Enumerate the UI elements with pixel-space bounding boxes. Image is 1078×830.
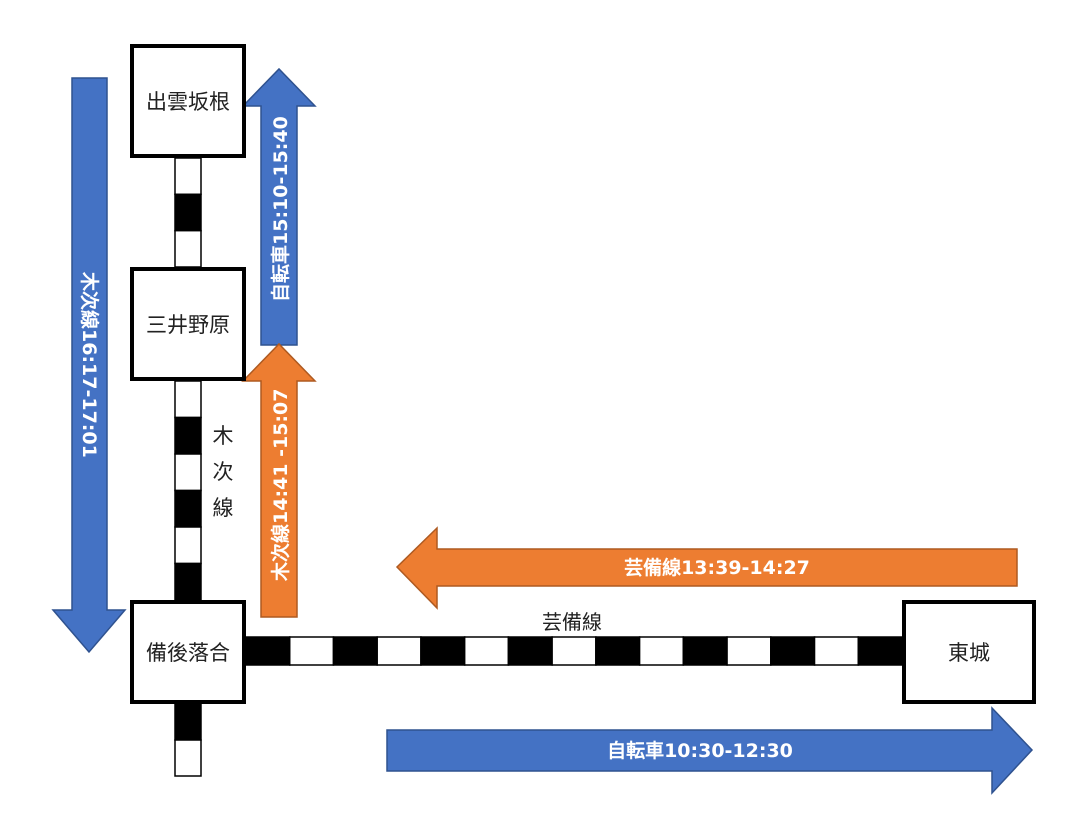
- kisuki-char-2: 次: [212, 460, 234, 484]
- track-below-bingo: [174, 703, 202, 777]
- track-block: [376, 636, 422, 666]
- track-block: [174, 380, 202, 419]
- bike-afternoon-arrow: [241, 67, 317, 346]
- track-block: [174, 489, 202, 528]
- track-block: [463, 636, 510, 666]
- track-bingo-tojo: [245, 636, 903, 666]
- track-block: [174, 453, 202, 492]
- track-block: [813, 636, 860, 666]
- kisuki-up-label: 木次線14:41 -15:07: [269, 389, 292, 582]
- station-izumo-sakane: 出雲坂根: [130, 44, 246, 158]
- track-block: [332, 636, 378, 666]
- station-mitsui-nohara-label: 三井野原: [146, 313, 230, 337]
- track-izumo-mitsui: [174, 157, 202, 268]
- track-block: [174, 193, 202, 232]
- track-block: [857, 636, 903, 666]
- track-block: [288, 636, 335, 666]
- kisuki-char-1: 木: [212, 424, 234, 448]
- track-block: [174, 739, 202, 777]
- track-block: [507, 636, 553, 666]
- track-block: [174, 229, 202, 268]
- kisuki-char-3: 線: [212, 496, 234, 520]
- track-block: [174, 703, 202, 741]
- geibi-train-arrow: [395, 526, 1018, 610]
- station-mitsui-nohara: 三井野原: [130, 267, 246, 381]
- station-bingo-ochiai: 備後落合: [130, 600, 246, 704]
- track-block: [595, 636, 641, 666]
- station-izumo-sakane-label: 出雲坂根: [146, 90, 230, 114]
- station-bingo-ochiai-label: 備後落合: [146, 641, 230, 665]
- kisuki-line-vertical-label: 木 次 線: [208, 418, 238, 526]
- bike-morning-label: 自転車10:30-12:30: [607, 739, 793, 762]
- track-block: [245, 636, 291, 666]
- kisuki-down-label: 木次線16:17-17:01: [78, 271, 101, 458]
- kisuki-up-arrow: [241, 342, 317, 618]
- track-block: [770, 636, 816, 666]
- geibi-line-label: 芸備線: [542, 610, 602, 634]
- track-block: [174, 526, 202, 565]
- bike-afternoon-label: 自転車15:10-15:40: [269, 116, 292, 302]
- track-block: [682, 636, 728, 666]
- track-block: [174, 416, 202, 455]
- geibi-train-label: 芸備線13:39-14:27: [624, 556, 810, 579]
- bike-morning-arrow: [386, 706, 1034, 795]
- station-tojo-label: 東城: [948, 641, 990, 665]
- track-block: [174, 157, 202, 196]
- track-block: [726, 636, 772, 666]
- track-block: [420, 636, 466, 666]
- track-block: [638, 636, 685, 666]
- kisuki-down-arrow: [51, 77, 127, 654]
- station-tojo: 東城: [902, 600, 1036, 704]
- track-block: [174, 562, 202, 601]
- track-mitsui-bingo: [174, 380, 202, 601]
- track-block: [551, 636, 597, 666]
